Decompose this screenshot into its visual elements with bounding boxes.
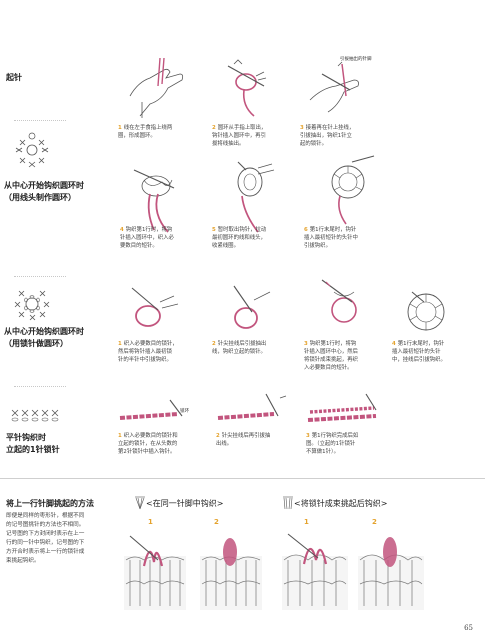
illustration-tighten-ring — [237, 161, 275, 233]
section-title-start: 起针 — [6, 73, 22, 82]
illustration-first-row-done — [307, 393, 377, 422]
illustration-chain-finish — [407, 291, 445, 331]
fabric-same-stitch-1 — [124, 535, 186, 610]
section-title-ring-yarn: 从中心开始钩织圆环时 （用线头制作圆环） — [4, 181, 84, 202]
illustration-slip-first — [331, 155, 375, 225]
pickup-description: 即便是同样的枣形针，根据不同 的记号图挑针的方法也不相同。 记号图的下方封闭时表… — [6, 513, 85, 564]
fig-num: 2 — [214, 518, 219, 526]
section-title-flat: 平针钩织时 立起的1针锁针 — [6, 433, 60, 454]
illustration-chain-sc — [321, 279, 357, 323]
flat-stitch-symbol — [11, 409, 59, 422]
illustration-ring-sc — [133, 169, 175, 233]
fabric-same-stitch-2 — [200, 538, 262, 610]
illustration-chain-pull — [217, 393, 287, 420]
bobble-open-symbol — [283, 496, 293, 510]
divider — [14, 276, 66, 277]
fig-num: 1 — [148, 518, 153, 526]
illustration-chain-join — [131, 287, 179, 327]
fig-num: 2 — [372, 518, 377, 526]
magic-ring-symbol — [15, 132, 49, 168]
illustration-hand-wrap — [129, 57, 184, 118]
illustration-chain-turning — [233, 285, 271, 329]
divider — [14, 120, 66, 121]
section-title-pickup: 将上一行针脚挑起的方法 — [6, 499, 94, 508]
subtitle-same-stitch: <在同一针脚中钩织> — [146, 499, 224, 508]
section-title-ring-chain: 从中心开始钩织圆环时 （用锁针做圆环） — [4, 327, 84, 348]
label-pull-yarn: 引拔抽出的针脚 — [340, 57, 372, 62]
fabric-chain-space-1 — [282, 533, 348, 610]
illustration-hand-hook-ring — [227, 59, 267, 117]
chain-ring-symbol — [14, 290, 50, 321]
label-chain: 锁环 — [180, 409, 189, 414]
divider — [0, 478, 485, 479]
divider — [14, 386, 66, 387]
fabric-chain-space-2 — [358, 537, 424, 610]
subtitle-chain-space: <将锁针成束挑起后钩织> — [294, 499, 388, 508]
illustration-chain-row — [119, 399, 183, 420]
bobble-closed-symbol — [135, 496, 145, 510]
illustration-hand-pull — [309, 61, 359, 113]
page-number: 65 — [464, 624, 473, 632]
fig-num: 1 — [304, 518, 309, 526]
